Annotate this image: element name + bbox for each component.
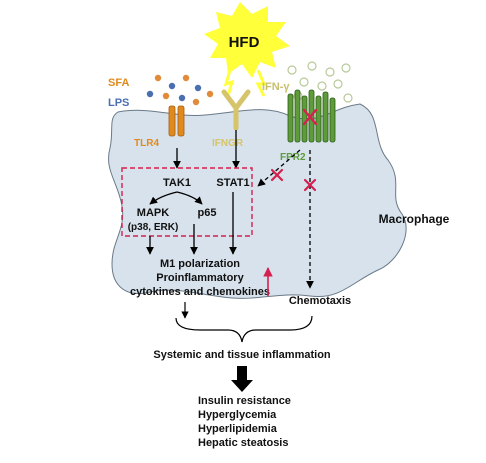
stat1-label: STAT1 <box>216 177 249 189</box>
ifngr-label: IFNGR <box>212 138 244 149</box>
fpr2-label: FPR2 <box>280 152 306 163</box>
burst-streak-left <box>223 69 235 97</box>
burst-shape <box>204 2 290 78</box>
fpr2-block-icon <box>302 108 318 126</box>
ifngr-receptor <box>221 89 251 131</box>
macrophage-label: Macrophage <box>379 212 450 226</box>
mapk-label: MAPK <box>137 207 169 219</box>
sfa-label: SFA <box>108 77 129 89</box>
chemotaxis-label: Chemotaxis <box>289 295 351 307</box>
ifn-dots <box>287 61 353 103</box>
hfd-label: HFD <box>229 34 260 51</box>
outcome-hyperglycemia: Hyperglycemia <box>198 409 277 421</box>
fpr2-receptor <box>287 89 336 143</box>
systemic-inflammation-label: Systemic and tissue inflammation <box>153 349 331 361</box>
outcome-insulin-resistance: Insulin resistance <box>198 395 291 407</box>
arrow-tak1-p65 <box>176 191 203 205</box>
arrow-tak1-mapk <box>149 191 178 205</box>
big-down-arrow <box>231 366 253 392</box>
sfa-lps-dots <box>146 74 214 106</box>
cytokines-label: cytokines and chemokines <box>130 286 270 298</box>
tlr4-receptor <box>168 105 185 137</box>
p65-label: p65 <box>198 207 217 219</box>
inhibit-chemotaxis-icon <box>303 178 317 192</box>
outcome-hepatic-steatosis: Hepatic steatosis <box>198 437 288 449</box>
fpr2-dashed-to-box <box>257 149 301 187</box>
ifn-label: IFN-γ <box>262 81 290 93</box>
hfd-burst: HFD <box>204 2 290 78</box>
tlr4-label: TLR4 <box>134 138 159 149</box>
signaling-box <box>121 167 253 237</box>
lps-label: LPS <box>108 97 129 109</box>
inhibit-box-icon <box>270 168 284 182</box>
combining-brace <box>175 315 313 343</box>
m1-polarization-label: M1 polarization <box>160 258 240 270</box>
burst-streak-right <box>255 69 267 97</box>
mapk-sub-label: (p38, ERK) <box>128 222 179 233</box>
outcome-hyperlipidemia: Hyperlipidemia <box>198 423 278 435</box>
proinflammatory-label: Proinflammatory <box>156 272 244 284</box>
tak1-label: TAK1 <box>163 177 191 189</box>
